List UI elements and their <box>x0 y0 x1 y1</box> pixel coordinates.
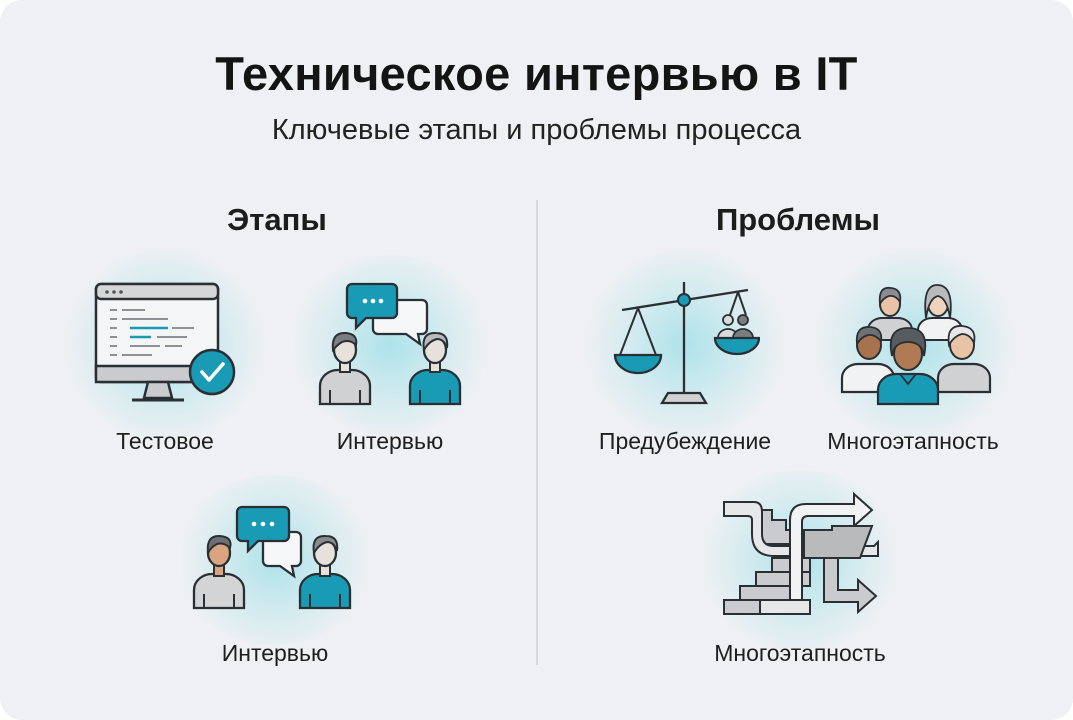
problem-label: Многоэтапность <box>714 640 886 666</box>
page-title: Техническое интервью в IT <box>215 47 858 100</box>
page-subtitle: Ключевые этапы и проблемы процесса <box>271 114 802 146</box>
two-people-chat-icon <box>192 505 352 610</box>
problem-label: Предубеждение <box>598 428 772 454</box>
stairs-arrows-icon <box>723 491 879 615</box>
two-people-chat-icon <box>318 282 462 406</box>
stage-label: Интервью <box>336 428 444 454</box>
problems-heading: Проблемы <box>715 202 881 237</box>
group-people-icon <box>840 284 992 406</box>
stage-label: Тестовое <box>116 428 214 454</box>
stage-label: Интервью <box>221 640 329 666</box>
scales-bias-icon <box>613 282 760 405</box>
problem-label: Многоэтапность <box>827 428 999 454</box>
column-divider <box>536 200 538 665</box>
computer-check-icon <box>94 282 236 402</box>
stages-heading: Этапы <box>227 202 327 237</box>
